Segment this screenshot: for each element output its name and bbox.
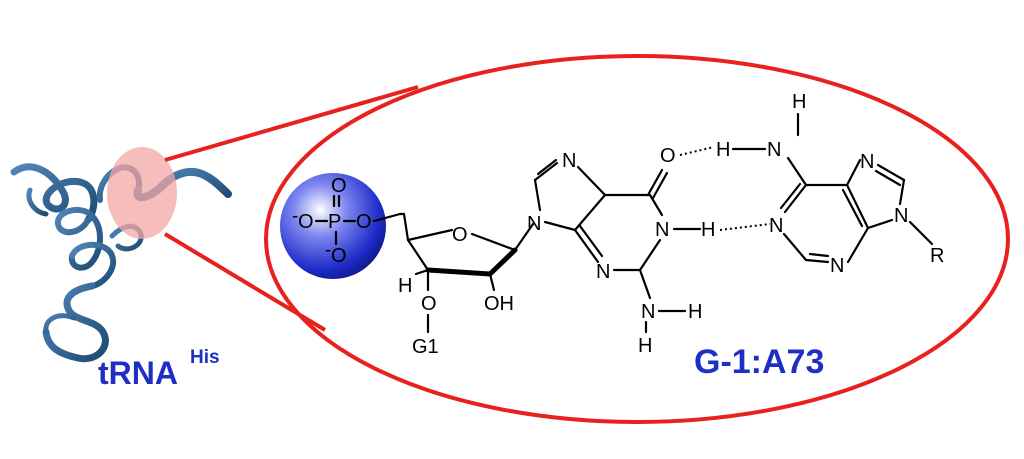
trna-label: tRNA [98, 355, 178, 391]
base-pair-label: G-1:A73 [694, 343, 824, 381]
atom-n6-a: N [767, 139, 781, 161]
atom-n2-g: N [641, 301, 655, 323]
guanine-base: N N N N O H N H H [527, 145, 715, 357]
atom-n3-g: N [596, 261, 610, 283]
minus-sign: - [292, 206, 298, 227]
atom-n3-a: N [830, 255, 844, 277]
highlight-circle [107, 147, 177, 239]
minus-sign-bottom: - [325, 240, 331, 261]
atom-h-n1: H [701, 219, 715, 241]
trna-superscript: His [190, 347, 220, 368]
atom-h-c3: H [398, 275, 412, 297]
atom-o-bottom: O [331, 245, 347, 267]
atom-h-n2b: H [638, 335, 652, 357]
atom-h-n6b: H [716, 139, 730, 161]
ribose-ring: O H O G1 OH [398, 212, 535, 358]
atom-ring-o: O [452, 224, 468, 246]
atom-n9-g: N [527, 213, 541, 235]
atom-o-right: O [356, 211, 372, 233]
phosphate-sphere-icon [280, 173, 386, 279]
atom-n7-g: N [562, 150, 576, 172]
atom-r: R [930, 245, 944, 267]
atom-o-c3: O [421, 293, 437, 315]
atom-oh: OH [484, 293, 514, 315]
hbond-middle [719, 223, 771, 231]
atom-o-left: O [298, 211, 314, 233]
adenine-base: H H N N N N N R [716, 91, 944, 277]
phosphate-group: - O P O O - O [292, 175, 406, 267]
atom-h-n2a: H [688, 301, 702, 323]
detail-ellipse [264, 54, 1010, 424]
hbond-top [679, 146, 715, 156]
atom-n1-g: N [655, 219, 669, 241]
label-g1: G1 [412, 336, 439, 358]
atom-n7-a: N [860, 151, 874, 173]
atom-p: P [328, 211, 341, 233]
atom-h-n6a: H [792, 91, 806, 113]
atom-o6-g: O [660, 145, 676, 167]
atom-o-top: O [331, 175, 347, 197]
connector-line-top [164, 85, 419, 162]
atom-n1-a: N [769, 215, 783, 237]
atom-n9-a: N [894, 205, 908, 227]
